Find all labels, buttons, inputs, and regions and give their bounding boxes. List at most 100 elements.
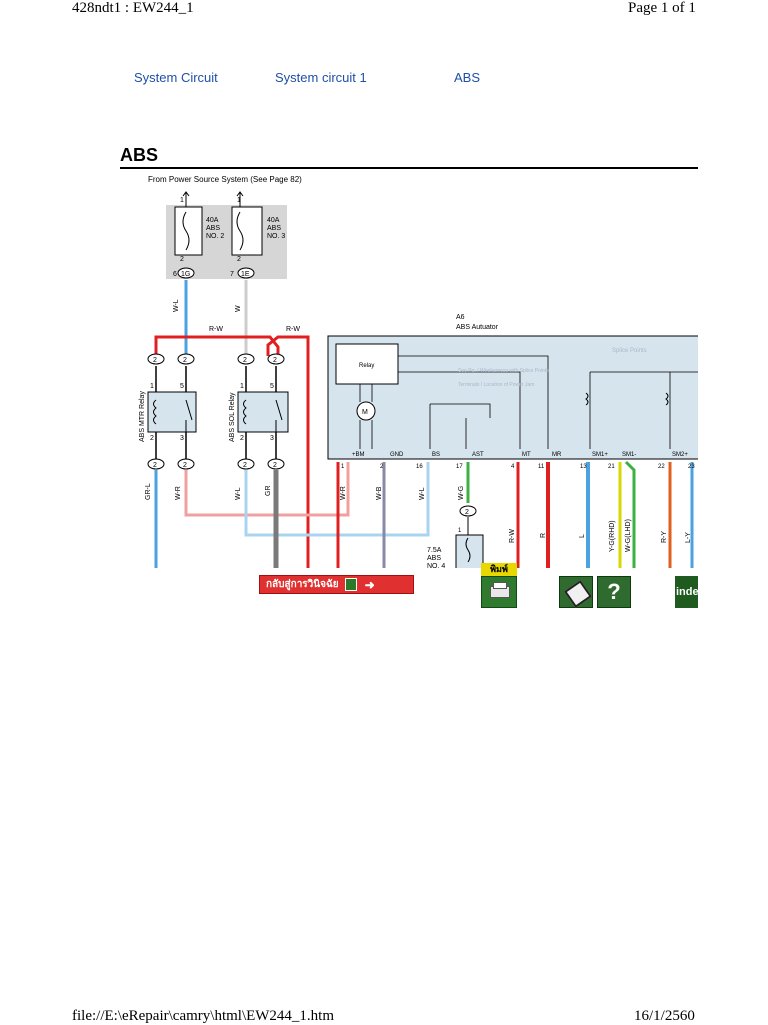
fuse2-number: NO. 3 [267, 233, 285, 240]
terminal-ast: AST [472, 452, 484, 458]
conn-label: 2 [183, 462, 187, 469]
actuator-pin: 22 [658, 464, 665, 470]
abs-actuator: A6 ABS Autuator Relay M Splice Points Se… [327, 314, 698, 470]
conn-label: 2 [273, 357, 277, 364]
relay1-pin-3: 3 [180, 435, 184, 442]
terminal-sm1-minus: SM1- [622, 452, 636, 458]
actuator-pin: 13 [580, 464, 587, 470]
print-header-page: Page 1 of 1 [628, 0, 696, 16]
actuator-pin: 2 [380, 464, 384, 470]
actuator-id: A6 [456, 314, 465, 321]
relay1-name: ABS MTR Relay [139, 391, 146, 442]
actuator-faded-3: Terminals / Location of Power Jam [458, 382, 534, 388]
wire-label-w-top: W [235, 305, 242, 312]
connectors-bottom-row: 2 2 2 2 [147, 458, 285, 470]
fuse-40a-abs-no2: 1 2 40A ABS NO. 2 6 1G [173, 197, 224, 279]
terminal-sm1-plus: SM1+ [592, 452, 608, 458]
wire-w-r-loop [184, 462, 350, 517]
fuse1-name: ABS [206, 225, 220, 232]
index-label: inde [676, 586, 698, 598]
conn-label: 2 [183, 357, 187, 364]
breadcrumb-abs[interactable]: ABS [454, 70, 481, 85]
actuator-pin: 4 [511, 464, 515, 470]
wire-label: L [579, 534, 586, 538]
terminal-bm: +BM [352, 452, 365, 458]
wire-r-w-2 [266, 335, 310, 568]
power-arrows [182, 191, 244, 208]
wire-label: W-G(LHD) [625, 519, 632, 552]
abs-sol-relay: 1 5 2 3 ABS SOL Relay [229, 366, 289, 462]
relay1-pin-1: 1 [150, 383, 154, 390]
actuator-pin: 17 [456, 464, 463, 470]
bottom-wire-labels: GR-L W-R W-L GR W-R W-B W-L W-G R-W R L … [145, 483, 692, 552]
wire-label: GR-L [145, 483, 152, 500]
actuator-pin: 11 [538, 464, 545, 470]
wire-label: W-L [235, 487, 242, 500]
relay1-pin-2: 2 [150, 435, 154, 442]
wire-label: Y-G(RHD) [609, 520, 616, 552]
wire-label-wl-top: W-L [173, 299, 180, 312]
monitor-icon [344, 578, 357, 591]
wire-label: R-W [509, 529, 516, 543]
relay2-name: ABS SOL Relay [229, 392, 236, 442]
fuse-40a-abs-no3: 1 2 40A ABS NO. 3 7 1E [230, 197, 285, 279]
fuse1-number: NO. 2 [206, 233, 224, 240]
print-header-title: 428ndt1 : EW244_1 [72, 0, 194, 16]
abs-mtr-relay: 1 5 2 3 ABS MTR Relay [139, 366, 197, 462]
wire-r-w-1 [154, 335, 280, 356]
actuator-pin: 23 [688, 464, 695, 470]
relay2-pin-1: 1 [240, 383, 244, 390]
relay1-pin-5: 5 [180, 383, 184, 390]
fuse-small-pin: 1 [458, 528, 462, 534]
help-button[interactable]: ? [597, 576, 631, 608]
actuator-motor-label: M [362, 409, 368, 416]
terminal-gnd: GND [390, 452, 404, 458]
conn-label: 2 [273, 462, 277, 469]
breadcrumb-system-circuit[interactable]: System Circuit [134, 70, 218, 85]
terminal-mr: MR [552, 452, 562, 458]
breadcrumb-system-circuit-1[interactable]: System circuit 1 [275, 70, 367, 85]
fuse1-conn: 1G [181, 271, 190, 278]
conn-label: 2 [153, 357, 157, 364]
conn-label: 2 [465, 509, 469, 516]
print-button[interactable]: พิมพ์ [481, 563, 517, 608]
actuator-relay-label: Relay [359, 363, 374, 369]
fuse1-rating: 40A [206, 217, 219, 224]
source-note: From Power Source System (See Page 82) [148, 175, 302, 184]
page-title: ABS [120, 145, 159, 165]
wire-label: L-Y [685, 532, 692, 543]
back-to-diagnosis-button[interactable]: กลับสู่การวินิจฉัย ➜ [259, 575, 414, 594]
question-mark-icon: ? [607, 579, 621, 604]
actuator-name: ABS Autuator [456, 324, 499, 331]
book-icon [564, 580, 592, 608]
book-button[interactable] [559, 576, 593, 608]
wire-label: W-B [376, 486, 383, 500]
relay2-pin-2: 2 [240, 435, 244, 442]
actuator-pin: 16 [416, 464, 423, 470]
fuse2-rating: 40A [267, 217, 280, 224]
arrow-right-icon: ➜ [364, 577, 375, 592]
fuse-small-number: NO. 4 [427, 563, 445, 570]
conn-label: 2 [243, 357, 247, 364]
wire-label: W-R [340, 486, 347, 500]
index-button[interactable]: inde [675, 576, 698, 608]
fuse-small-rating: 7.5A [427, 547, 442, 554]
wire-label: GR [265, 486, 272, 497]
fuse2-pin-in: 1 [237, 197, 241, 204]
wire-label: W-R [175, 486, 182, 500]
actuator-pin: 21 [608, 464, 615, 470]
print-footer-url: file://E:\eRepair\camry\html\EW244_1.htm [72, 1008, 335, 1024]
fuse2-name: ABS [267, 225, 281, 232]
printer-icon [481, 576, 517, 608]
print-footer-date: 16/1/2560 [634, 1008, 695, 1024]
wire-label: R-Y [661, 531, 668, 543]
fuse1-pin-in: 1 [180, 197, 184, 204]
conn-label: 2 [153, 462, 157, 469]
terminal-sm2-plus: SM2+ [672, 452, 688, 458]
fuse1-conn-pin: 6 [173, 271, 177, 278]
actuator-faded-1: Splice Points [612, 348, 647, 354]
terminal-mt: MT [522, 452, 531, 458]
wire-label: W-G [458, 486, 465, 500]
wire-label-rw1: R-W [209, 326, 223, 333]
